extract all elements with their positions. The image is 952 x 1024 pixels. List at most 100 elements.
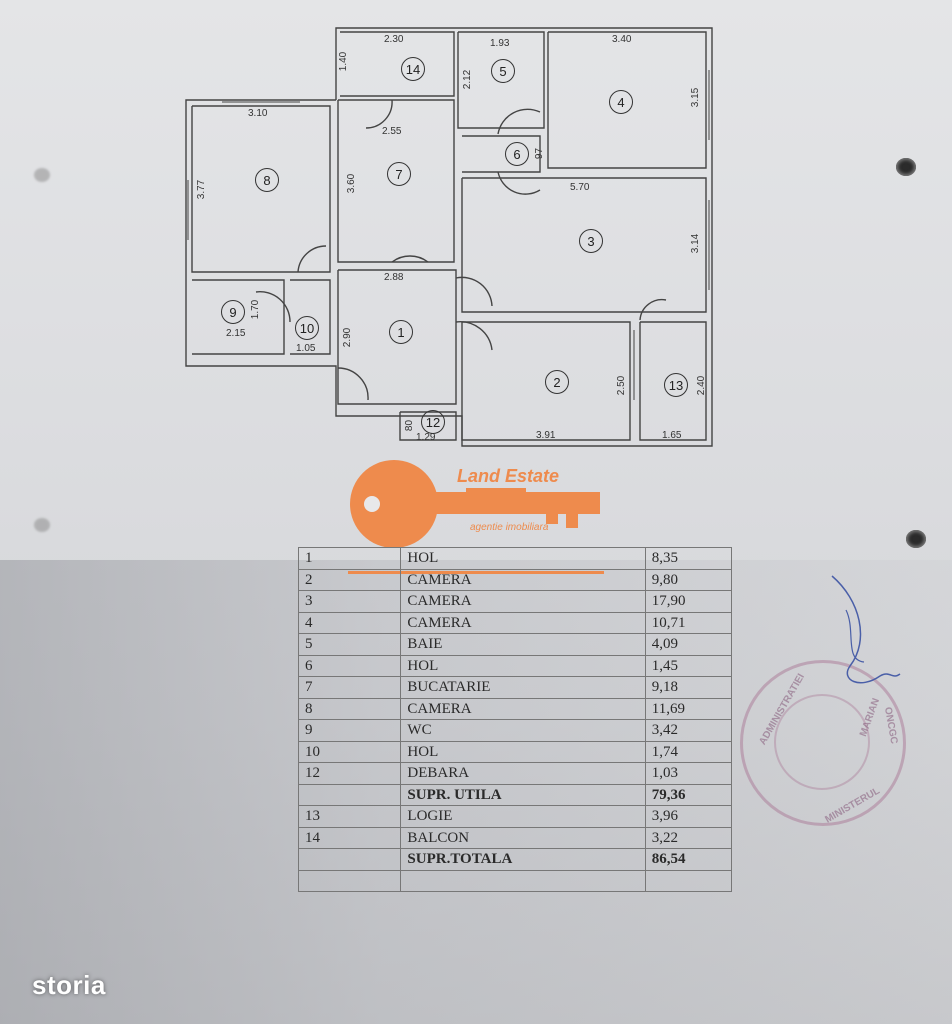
key-icon [350, 460, 600, 548]
dimension-label: 2.55 [382, 126, 402, 137]
room-number: 13 [664, 373, 688, 397]
row-number: 9 [297, 719, 402, 742]
dimension-label: 1.05 [296, 343, 316, 354]
dimension-label: 3.40 [612, 34, 632, 45]
room-name: BALCON [400, 826, 646, 849]
room-number: 8 [255, 168, 279, 192]
dimension-label: 3.10 [248, 108, 268, 119]
room-area: 4,09 [644, 633, 733, 656]
room-area: 10,71 [644, 611, 733, 634]
dimension-label: 1.40 [338, 51, 350, 72]
dimension-label: 2.88 [384, 272, 404, 283]
room-name: HOL [400, 547, 646, 570]
room-name: CAMERA [400, 697, 646, 720]
row-number [297, 783, 402, 806]
row-number: 1 [297, 547, 402, 570]
room-area: 3,96 [644, 805, 733, 828]
signature [831, 575, 901, 684]
row-number: 8 [297, 697, 402, 720]
row-number: 12 [297, 762, 402, 785]
smudge [34, 168, 50, 182]
dimension-label: 3.14 [690, 233, 702, 254]
row-number: 4 [297, 611, 402, 634]
room-area: 3,22 [644, 826, 733, 849]
row-number: 14 [297, 826, 402, 849]
dimension-label: 2.15 [226, 328, 246, 339]
dimension-label: 2.50 [616, 375, 628, 396]
room-number: 4 [609, 90, 633, 114]
row-number: 10 [297, 740, 402, 763]
row-number [297, 848, 402, 871]
room-number: 9 [221, 300, 245, 324]
logo-subtitle: agentie imobiliara [470, 522, 549, 533]
dimension-label: 1.29 [416, 432, 436, 443]
room-area: 9,80 [644, 568, 733, 591]
room-number: 7 [387, 162, 411, 186]
table-row [297, 869, 733, 892]
row-number: 7 [297, 676, 402, 699]
room-name: DEBARA [400, 762, 646, 785]
room-number: 12 [421, 410, 445, 434]
room-area: 1,03 [644, 762, 733, 785]
dimension-label: 2.30 [384, 34, 404, 45]
dimension-label: 2.40 [696, 375, 708, 396]
stamp-inner [774, 694, 870, 790]
room-number: 6 [505, 142, 529, 166]
room-name: SUPR. UTILA [400, 783, 646, 806]
row-number: 6 [297, 654, 402, 677]
dimension-label: 1.70 [250, 299, 262, 320]
dimension-label: 3.77 [196, 179, 208, 200]
room-name: LOGIE [400, 805, 646, 828]
room-name: CAMERA [400, 590, 646, 613]
row-number [297, 869, 402, 892]
room-number: 5 [491, 59, 515, 83]
room-number: 2 [545, 370, 569, 394]
stamp-outer [740, 660, 906, 826]
room-name: BUCATARIE [400, 676, 646, 699]
room-area: 8,35 [644, 547, 733, 570]
room-name: BAIE [400, 633, 646, 656]
room-number: 14 [401, 57, 425, 81]
room-area [644, 869, 733, 892]
row-number: 3 [297, 590, 402, 613]
dimension-label: 1.93 [490, 38, 510, 49]
dimension-label: 2.12 [462, 69, 474, 90]
room-number: 10 [295, 316, 319, 340]
room-area: 11,69 [644, 697, 733, 720]
room-area: 86,54 [644, 848, 733, 871]
room-name: CAMERA [400, 568, 646, 591]
logo-name: Land Estate [457, 466, 560, 486]
room-name [400, 869, 646, 892]
room-area: 17,90 [644, 590, 733, 613]
room-area: 1,45 [644, 654, 733, 677]
room-number: 1 [389, 320, 413, 344]
floor-plan [185, 27, 713, 447]
brand-watermark: storia [32, 970, 106, 1000]
room-name: HOL [400, 740, 646, 763]
punch-hole [906, 530, 926, 548]
room-area: 79,36 [644, 783, 733, 806]
room-area: 1,74 [644, 740, 733, 763]
dimension-label: 97 [534, 147, 546, 160]
dimension-label: 3.91 [536, 430, 556, 441]
dimension-label: 3.60 [346, 173, 358, 194]
smudge [34, 518, 50, 532]
dimension-label: 5.70 [570, 182, 590, 193]
punch-hole [896, 158, 916, 176]
dimension-label: 2.90 [342, 327, 354, 348]
room-name: HOL [400, 654, 646, 677]
